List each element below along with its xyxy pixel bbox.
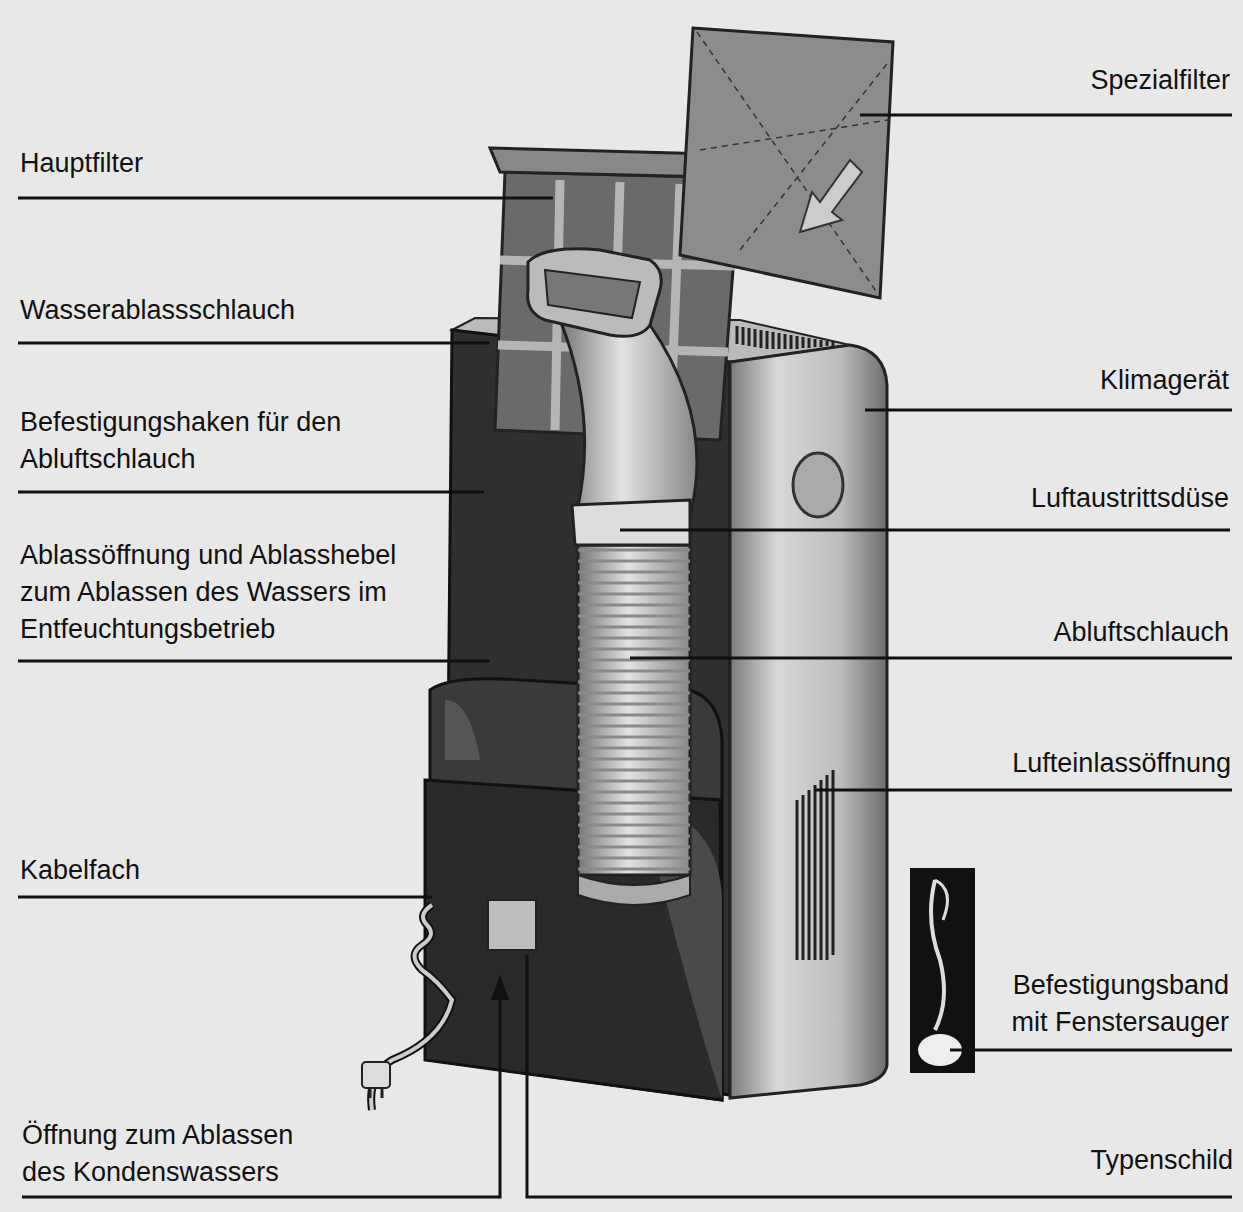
part-label: Hauptfilter [20,145,143,182]
part-label: Abluftschlauch [1053,614,1229,651]
part-label: Ablassöffnung und Ablasshebel zum Ablass… [20,537,440,648]
power-cable [362,905,452,1110]
suction-cup-inset [910,868,975,1073]
part-label: Öffnung zum Ablassen des Kondenswassers [22,1117,322,1191]
leader-lines [18,115,1232,1197]
part-label: Befestigungshaken für den Abluftschlauch [20,404,390,478]
part-label: Typenschild [1090,1142,1233,1179]
part-label: Wasserablassschlauch [20,292,295,329]
part-label: Befestigungsband mit Fenstersauger [989,967,1229,1041]
part-label: Lufteinlassöffnung [1012,745,1231,782]
part-label: Kabelfach [20,852,140,889]
part-label: Luftaustrittsdüse [1031,480,1229,517]
exhaust-hose [528,249,697,905]
part-label: Spezialfilter [1090,62,1230,99]
special-filter [680,28,893,298]
leader-arrowhead [491,975,509,1000]
part-label: Klimagerät [1100,362,1229,399]
unit-body [425,318,887,1100]
